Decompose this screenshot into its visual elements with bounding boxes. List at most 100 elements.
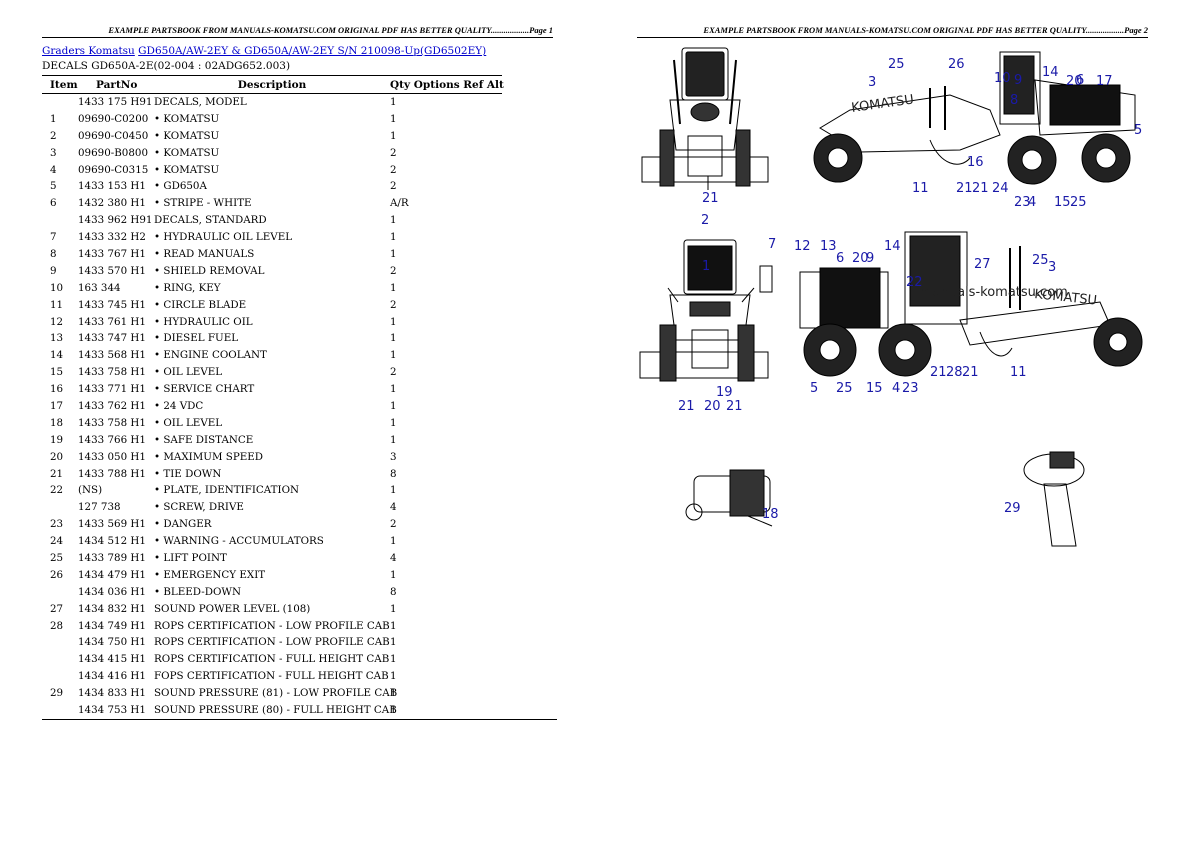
description-cell: • STRIPE - WHITE [154,197,252,210]
item-cell: 28 [50,619,64,632]
front-view-top [641,47,769,190]
breadcrumb-link-graders[interactable]: Graders Komatsu [42,45,135,57]
partno-cell: 1434 753 H1 [78,704,146,716]
callout-label: 23 [902,381,919,396]
qty-cell: 1 [390,704,397,716]
description-cell: FOPS CERTIFICATION - FULL HEIGHT CAB [154,670,389,683]
callout-label: 21 [956,181,973,196]
item-cell: 8 [50,247,57,260]
description-cell: • PLATE, IDENTIFICATION [154,484,300,497]
page-header-1: EXAMPLE PARTSBOOK FROM MANUALS-KOMATSU.C… [108,25,553,35]
callout-label: 9 [866,251,874,266]
callout-label: 11 [912,181,929,196]
item-cell: 27 [50,602,64,615]
description-cell: DECALS, STANDARD [154,214,267,227]
item-cell: 6 [50,197,57,210]
description-cell: • READ MANUALS [154,247,255,260]
partno-cell: 1434 479 H1 [78,568,146,581]
partno-cell: 1433 758 H1 [78,416,146,429]
callout-label: 16 [967,155,984,170]
partno-cell: 1433 762 H1 [78,399,146,412]
item-cell: 16 [50,383,64,396]
callout-label: 8 [1010,93,1018,108]
partno-cell: 1433 788 H1 [78,467,146,480]
qty-cell: 1 [390,484,397,497]
callout-label: 24 [992,181,1009,196]
callout-label: 3 [1048,260,1056,275]
description-cell: • OIL LEVEL [154,366,223,379]
partno-cell: 1433 771 H1 [78,383,146,396]
callout-label: 27 [974,257,991,272]
description-cell: • KOMATSU [154,146,220,159]
item-cell: 29 [50,687,64,700]
callout-label: 14 [1042,65,1059,80]
qty-cell: 1 [390,281,397,294]
callout-label: 29 [1004,501,1021,516]
breadcrumb-link-model[interactable]: GD650A/AW-2EY & GD650A/AW-2EY S/N 210098… [138,45,487,57]
partno-cell: 1432 380 H1 [78,197,146,210]
item-cell: 21 [50,467,64,480]
description-cell: ROPS CERTIFICATION - LOW PROFILE CAB [154,636,390,649]
callout-label: 5 [810,381,818,396]
qty-cell: 1 [390,383,397,396]
qty-cell: 2 [390,518,397,531]
callout-label: 21 [972,181,989,196]
item-cell: 20 [50,450,64,463]
item-cell [42,212,78,229]
callout-label: 11 [1010,365,1027,380]
qty-cell: 1 [390,568,397,581]
description-cell: • HYDRAULIC OIL LEVEL [154,231,293,244]
item-cell: 22 [50,484,64,497]
diagram-watermark: manuals-komatsu.com [920,285,1068,300]
qty-cell: 1 [390,129,397,142]
description-cell: • TIE DOWN [154,467,222,480]
qty-cell: 1 [390,332,397,345]
qty-cell: 2 [390,146,397,159]
item-cell: 1 [50,112,57,125]
rear-view-bottom [639,239,773,382]
description-cell: • 24 VDC [154,399,204,412]
partno-cell: 09690-C0200 [78,112,149,125]
partno-cell: 1433 570 H1 [78,264,146,277]
partno-cell: 1433 761 H1 [78,315,146,328]
item-cell: 13 [50,332,64,345]
partno-cell: 1433 789 H1 [78,551,146,564]
description-cell: SOUND PRESSURE (80) - FULL HEIGHT CAB [154,704,397,716]
qty-cell: 8 [390,467,397,480]
item-cell: 23 [50,518,64,531]
callout-label: 9 [1014,73,1022,88]
qty-cell: 1 [390,670,397,683]
item-cell: 15 [50,366,64,379]
parts-list-section: Graders Komatsu GD650A/AW-2EY & GD650A/A… [42,44,557,720]
detail-18 [685,469,773,527]
item-cell: 3 [50,146,57,159]
item-cell: 7 [50,231,57,244]
qty-cell: 1 [390,535,397,548]
item-cell [42,499,78,516]
qty-cell: 4 [390,501,397,514]
callout-label: 25 [1032,253,1049,268]
description-cell: • SAFE DISTANCE [154,433,254,446]
callout-label: 25 [836,381,853,396]
item-cell [42,583,78,600]
description-cell: • MAXIMUM SPEED [154,450,264,463]
partno-cell: 127 738 [78,501,121,514]
callout-label: 15 [1054,195,1071,210]
qty-cell: 1 [390,433,397,446]
partno-cell: 163 344 [78,281,121,294]
callout-label: 21 [702,191,719,206]
